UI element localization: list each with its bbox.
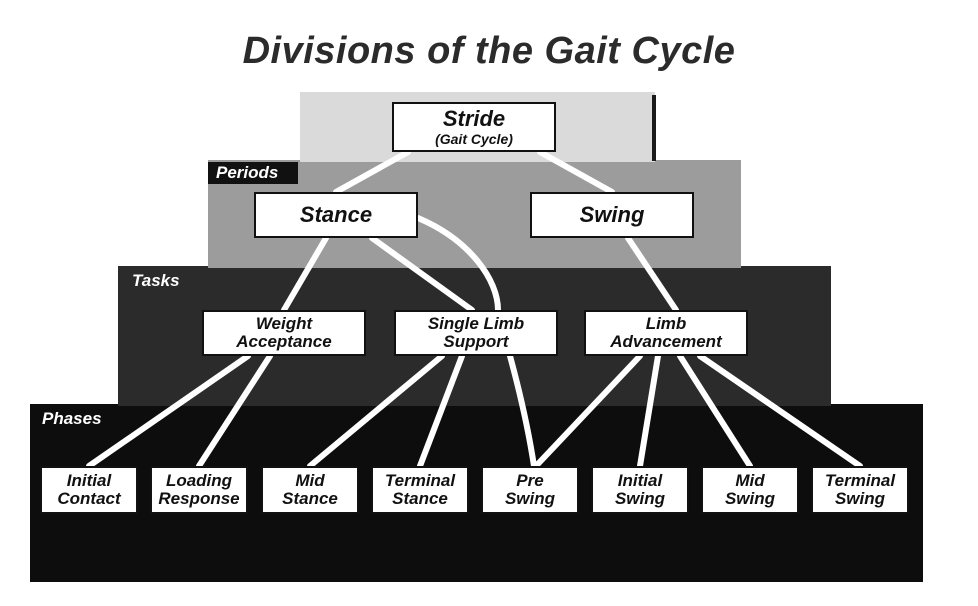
connector-limb-initial-swing [637,353,661,469]
phase-label-line1: Terminal [824,471,896,491]
period-stance-label: Stance [299,202,373,228]
diagram-title: Divisions of the Gait Cycle [242,30,736,72]
phase-label-line2: Swing [504,489,556,508]
phase-mid-swing-box: Mid Swing [701,466,799,514]
connector-single-terminal-stance [417,353,465,469]
task-label-line1: Limb [645,314,687,334]
connector-stance-preswing [415,215,501,313]
phase-terminal-swing-box: Terminal Swing [811,466,909,514]
connector-stance-weight [281,235,329,313]
phase-initial-contact-box: Initial Contact [40,466,138,514]
connector-weight-loading-response [196,353,273,469]
phase-label-line1: Loading [165,471,233,491]
stride-sublabel: (Gait Cycle) [435,131,513,148]
connector-stride-stance [333,149,411,195]
task-label-line2: Acceptance [236,332,332,351]
task-label-line2: Support [443,332,509,351]
phase-pre-swing-box: Pre Swing [481,466,579,514]
phase-label-line2: Stance [282,489,338,508]
periods-level-label: Periods [208,162,298,184]
task-weight-acceptance-box: Weight Acceptance [202,310,366,356]
period-stance-box: Stance [254,192,418,238]
connector-stride-swing [537,149,615,195]
phase-label-line1: Mid [735,471,765,491]
phase-label-line1: Terminal [384,471,456,491]
connector-limb-terminal-swing [697,353,863,469]
task-label-line1: Weight [255,314,313,334]
phases-level-label: Phases [42,409,102,428]
task-label-line2: Advancement [610,332,722,351]
phase-label-line2: Stance [392,489,448,508]
connector-weight-initial-contact [86,353,251,469]
task-limb-advancement-box: Limb Advancement [584,310,748,356]
connector-single-mid-stance [307,353,445,469]
phase-label-line2: Response [158,489,240,508]
stride-band-edge [652,95,656,161]
connector-stance-single [369,235,475,313]
task-single-limb-support-box: Single Limb Support [394,310,558,356]
phase-mid-stance-box: Mid Stance [261,466,359,514]
phase-label-line1: Mid [295,471,325,491]
stride-box: Stride (Gait Cycle) [392,102,556,152]
phase-label-line2: Swing [834,489,886,508]
tasks-level-label: Tasks [132,271,180,290]
phase-loading-response-box: Loading Response [150,466,248,514]
phase-terminal-stance-box: Terminal Stance [371,466,469,514]
period-swing-box: Swing [530,192,694,238]
connector-swing-limb [625,235,679,313]
stride-label: Stride [442,106,506,132]
phase-label-line2: Contact [57,489,121,508]
phase-label-line2: Swing [614,489,666,508]
phase-label-line1: Initial [66,471,112,491]
phase-initial-swing-box: Initial Swing [591,466,689,514]
phase-label-line2: Swing [724,489,776,508]
phase-label-line1: Initial [617,471,663,491]
connector-stance-pre-swing-curve [507,353,537,469]
connector-limb-mid-swing [677,353,753,469]
connector-limb-pre-swing [533,353,643,469]
phase-label-line1: Pre [516,471,544,491]
period-swing-label: Swing [579,202,645,228]
task-label-line1: Single Limb [427,314,525,334]
